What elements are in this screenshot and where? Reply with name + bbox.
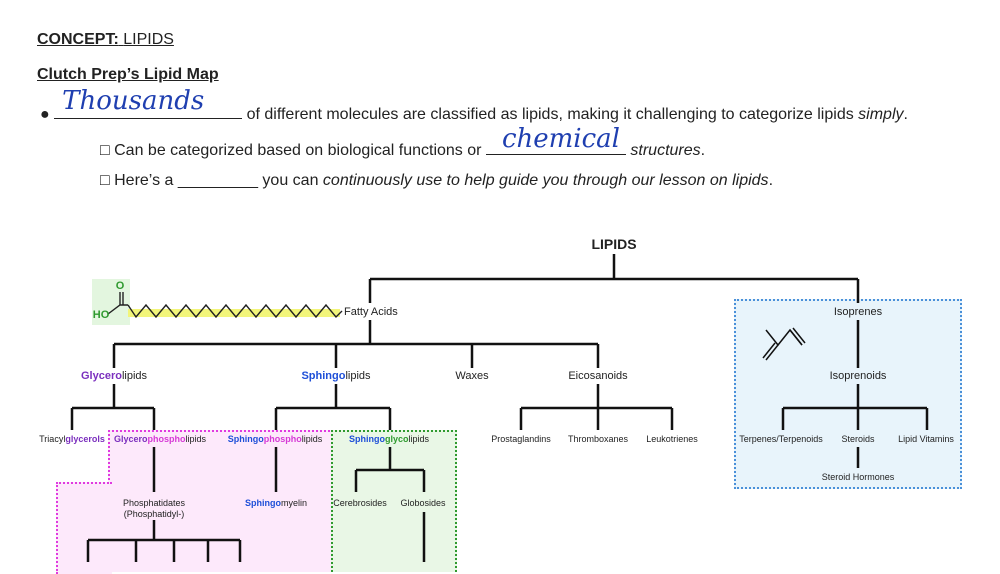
node-triacylglycerols: Triacylglycerols <box>39 434 105 444</box>
bullet-2: □ Can be categorized based on biological… <box>100 124 706 159</box>
handwritten-answer-1: Thousands <box>62 86 205 116</box>
node-isoprenes: Isoprenes <box>833 306 883 318</box>
node-steroids: Steroids <box>841 434 875 444</box>
phosphatidate-connector <box>86 520 242 562</box>
isoprene-group-box <box>734 299 962 489</box>
diagram-connectors <box>70 254 929 562</box>
node-phosphatidates: Phosphatidates <box>122 498 186 508</box>
sphingoglycolipid-group-box <box>331 430 457 572</box>
sphingolipid-connector <box>274 384 392 430</box>
fill-blank-3: _________ <box>177 172 258 189</box>
bullet-1: ● Thousands of different molecules are c… <box>40 86 908 123</box>
node-sphingomyelin: Sphingomyelin <box>244 498 308 508</box>
handwritten-answer-2: chemical <box>501 124 620 154</box>
node-phosphatidyl: (Phosphatidyl-) <box>123 509 185 519</box>
node-sphingophospholipids: Sphingophospholipids <box>227 434 323 444</box>
isoprene-connector <box>781 320 929 468</box>
node-sphingolipids: Sphingolipids <box>301 370 371 382</box>
glycerophospholipid-box-extension <box>56 482 112 574</box>
root-connector <box>368 254 860 303</box>
acid-hydroxyl-label: HO <box>92 309 110 321</box>
node-prostaglandins: Prostaglandins <box>491 434 551 444</box>
node-glycerophospholipids: Glycerophospholipids <box>113 434 207 444</box>
lipid-map-diagram: LIPIDS O HO Fatty Acids Glycerolipids Sp… <box>39 236 962 574</box>
node-terpenes: Terpenes/Terpenoids <box>739 434 823 444</box>
node-lipids: LIPIDS <box>591 236 637 252</box>
fill-blank-1: Thousands <box>54 86 243 119</box>
node-glycerolipids: Glycerolipids <box>80 370 148 382</box>
node-thromboxanes: Thromboxanes <box>567 434 629 444</box>
glycerolipid-connector <box>70 384 156 430</box>
node-fatty-acids: Fatty Acids <box>344 306 398 318</box>
node-lipid-vitamins: Lipid Vitamins <box>898 434 954 444</box>
fatty-acid-chain-icon <box>107 292 343 319</box>
node-waxes: Waxes <box>455 370 489 382</box>
node-eicosanoids: Eicosanoids <box>568 370 628 382</box>
node-cerebrosides: Cerebrosides <box>333 498 387 508</box>
node-isoprenoids: Isoprenoids <box>829 370 887 382</box>
concept-title: CONCEPT: LIPIDS <box>37 31 174 48</box>
bullet-3: □ Here’s a _________ you can continuousl… <box>100 172 774 189</box>
fatty-acid-connector <box>112 320 600 368</box>
node-leukotrienes: Leukotrienes <box>646 434 698 444</box>
node-sphingoglycolipids: Sphingoglycolipids <box>348 434 430 444</box>
eicosanoid-connector <box>519 384 674 430</box>
fill-blank-2: chemical <box>485 124 626 155</box>
isoprene-structure-icon <box>762 327 806 361</box>
node-steroid-hormones: Steroid Hormones <box>821 472 895 482</box>
sphingoglycolipid-connector <box>354 447 426 562</box>
node-globosides: Globosides <box>400 498 446 508</box>
checkbox-icon: □ <box>100 142 110 159</box>
checkbox-icon: □ <box>100 172 110 189</box>
bullet-dot-icon: ● <box>40 106 50 123</box>
page-subtitle: Clutch Prep’s Lipid Map <box>37 66 219 83</box>
acid-oxygen-label: O <box>115 280 125 292</box>
